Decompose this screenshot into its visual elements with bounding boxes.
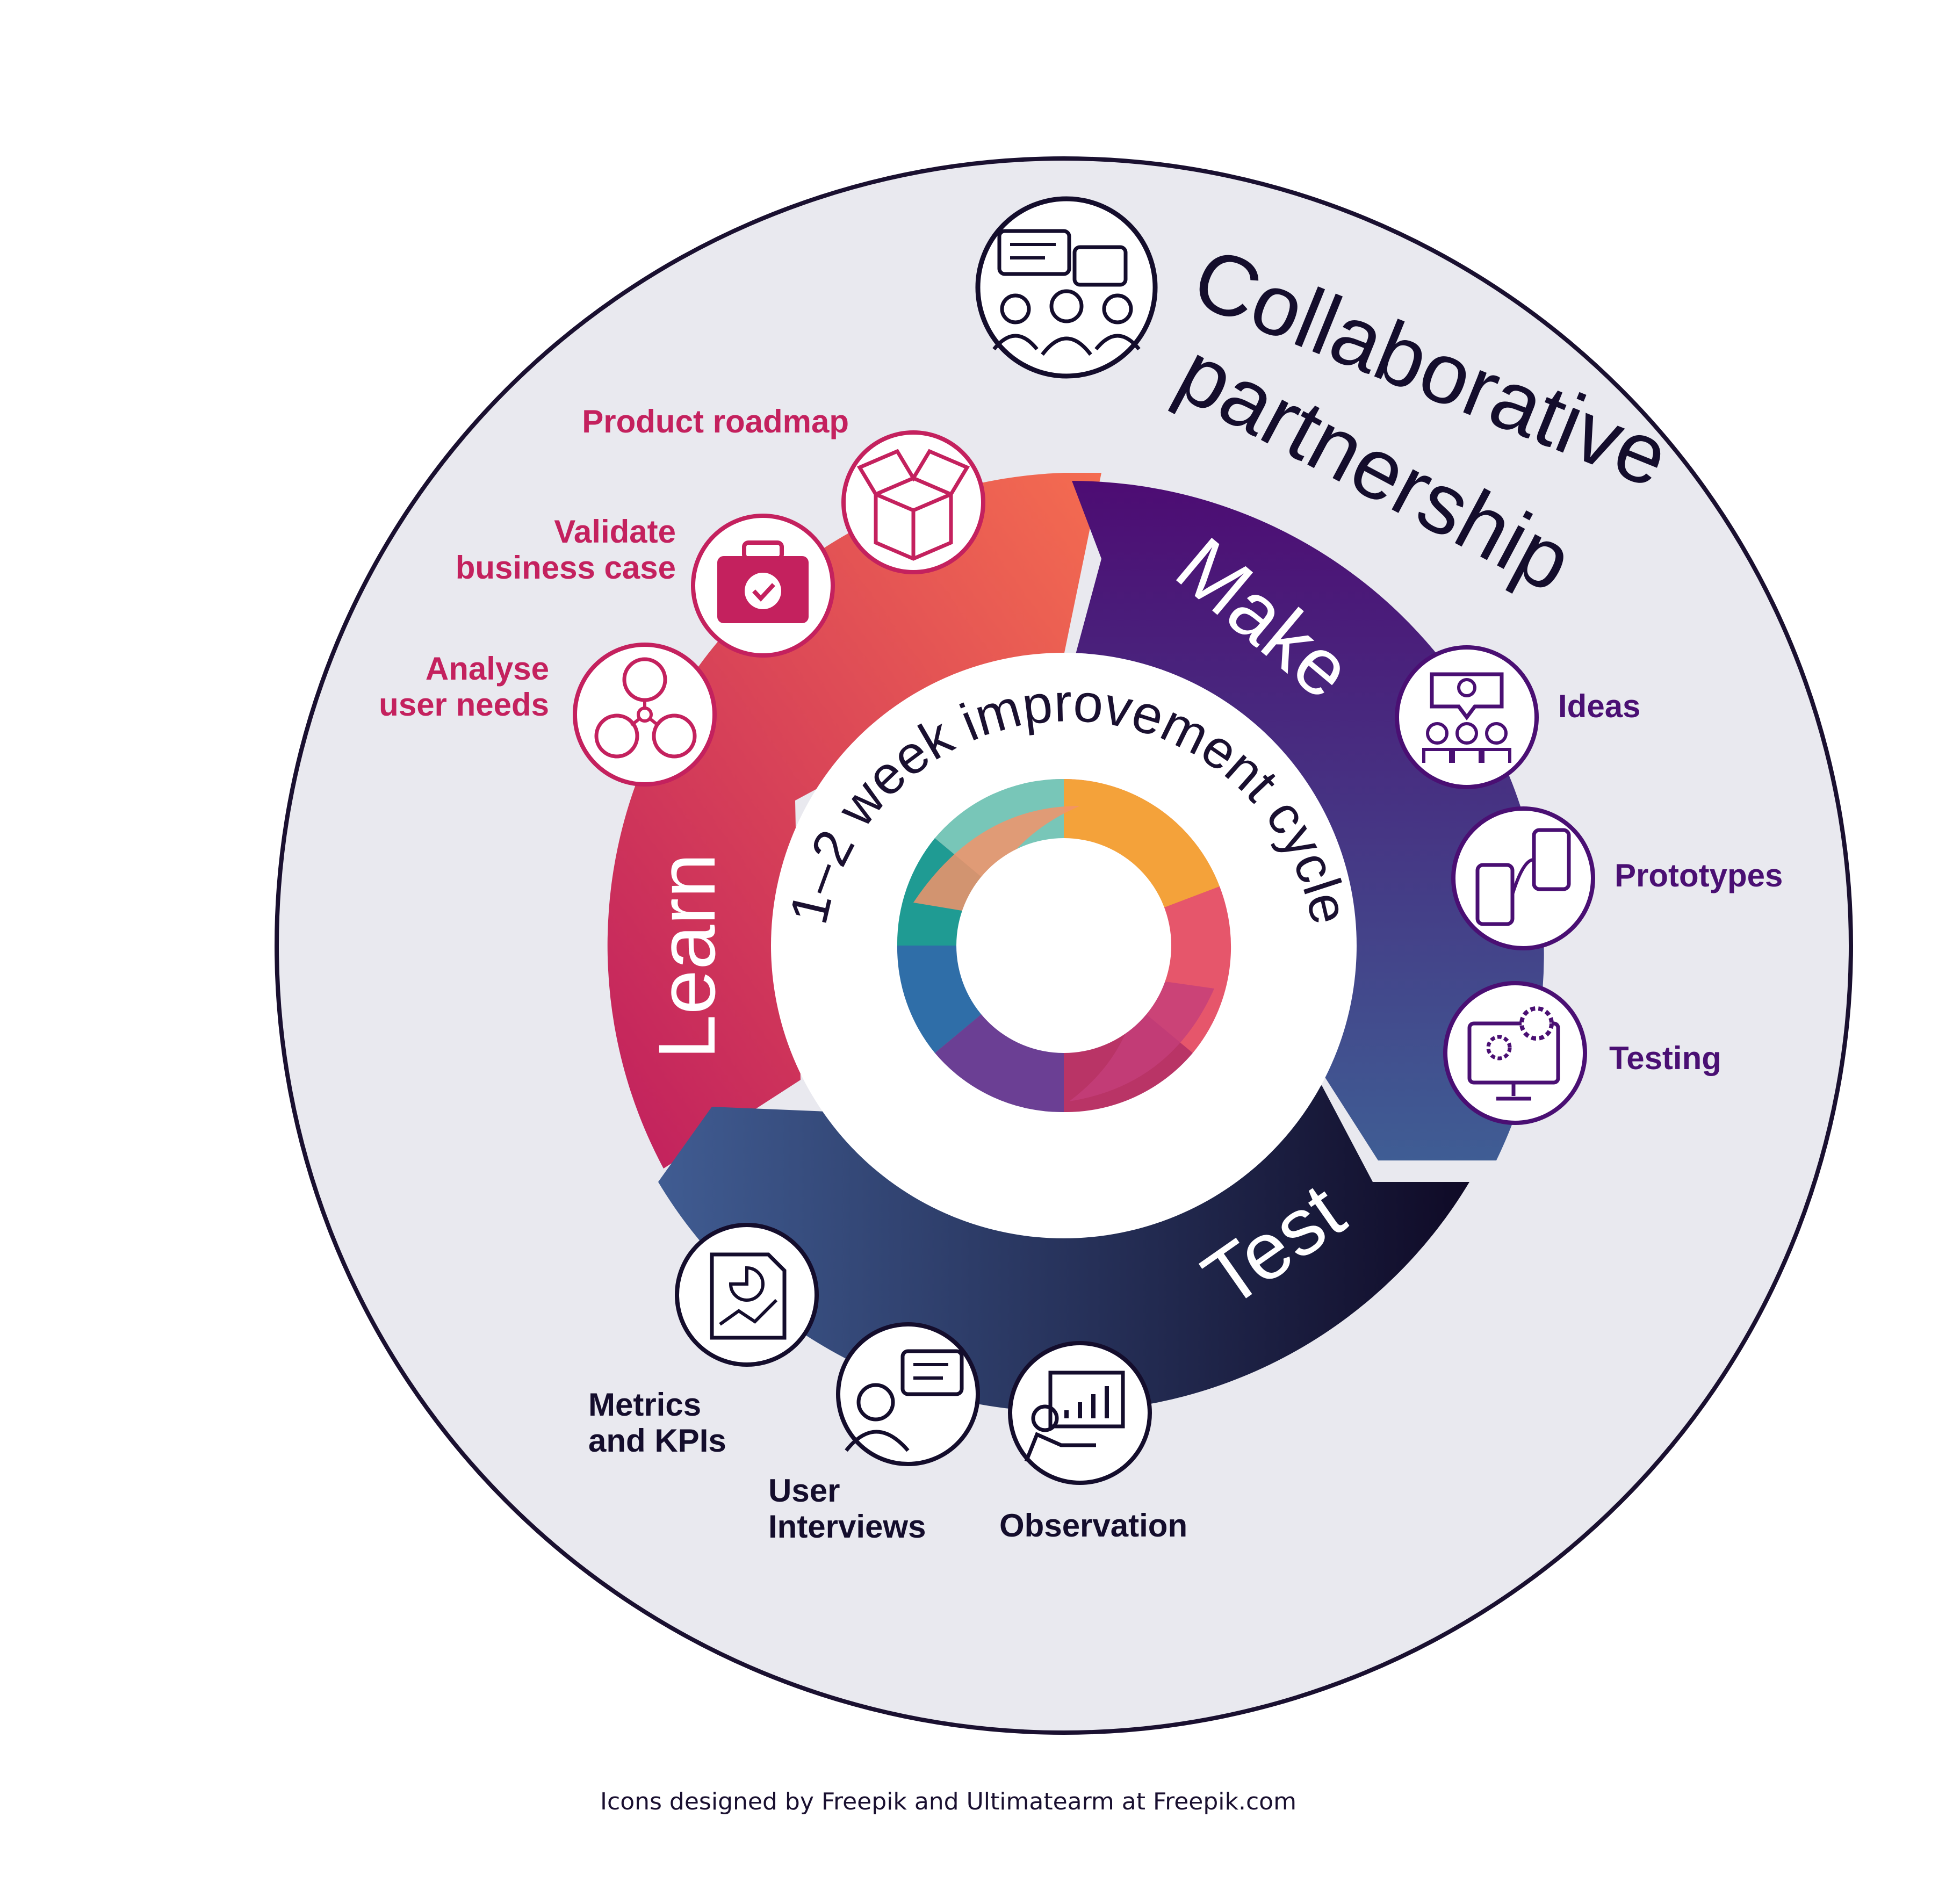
- label-user-interviews: User Interviews: [768, 1473, 926, 1545]
- svg-text:Metrics: Metrics: [588, 1387, 701, 1423]
- monitor-gears-icon: [1443, 981, 1587, 1125]
- label-ideas: Ideas: [1558, 688, 1640, 724]
- presentation-board-icon: [1008, 1341, 1152, 1485]
- report-chart-icon: [675, 1223, 819, 1367]
- open-box-icon: [841, 430, 985, 574]
- svg-text:Interviews: Interviews: [768, 1509, 926, 1545]
- svg-text:user needs: user needs: [379, 687, 549, 723]
- phase-learn: Learn: [642, 853, 732, 1059]
- svg-text:Product roadmap: Product roadmap: [582, 403, 849, 439]
- user-chat-icon: [836, 1322, 980, 1466]
- user-network-icon: [573, 643, 717, 787]
- svg-text:Validate: Validate: [554, 514, 676, 550]
- label-analyse-user-needs: Analyse user needs: [379, 651, 549, 723]
- svg-text:User: User: [768, 1473, 840, 1509]
- phone-prototype-icon: [1451, 806, 1595, 950]
- briefcase-check-icon: [691, 514, 835, 658]
- label-testing: Testing: [1609, 1040, 1721, 1076]
- label-validate-business-case: Validate business case: [456, 514, 676, 586]
- icon-credit: Icons designed by Freepik and Ultimatear…: [600, 1788, 1296, 1815]
- label-observation: Observation: [999, 1508, 1187, 1544]
- svg-text:Analyse: Analyse: [426, 651, 549, 687]
- label-metrics-kpis: Metrics and KPIs: [588, 1387, 726, 1459]
- team-idea-icon: [1395, 645, 1539, 789]
- team-discussion-icon: [975, 196, 1158, 379]
- label-product-roadmap: Product roadmap: [582, 403, 849, 439]
- svg-text:and KPIs: and KPIs: [588, 1423, 726, 1459]
- svg-text:business case: business case: [456, 550, 676, 586]
- swirl-logo: [897, 778, 1231, 1113]
- label-prototypes: Prototypes: [1615, 857, 1783, 893]
- test-phase-arc: [658, 1085, 1469, 1412]
- make-phase-arc: [1072, 481, 1544, 1160]
